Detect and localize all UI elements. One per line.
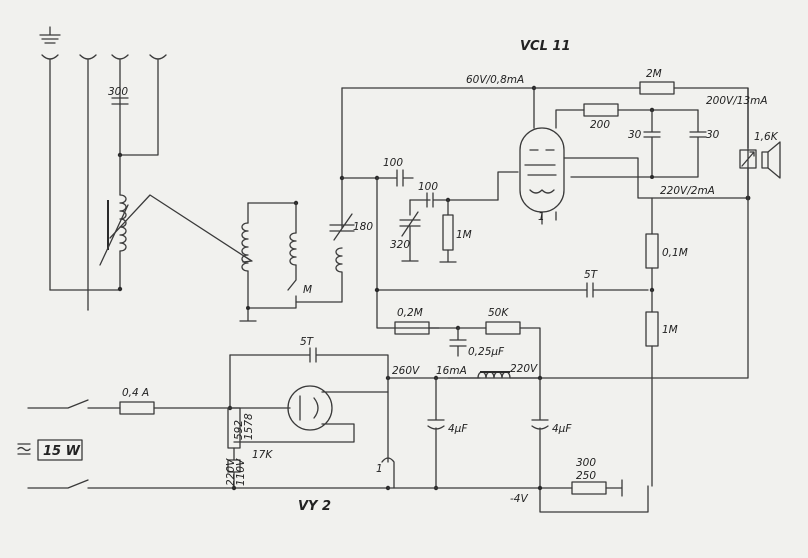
label-fuse: 0,4 A <box>122 387 149 399</box>
label-switch-m: M <box>303 284 312 296</box>
label-pin1b: 1 <box>376 463 383 475</box>
labels: VCL 11 VY 2 15 W 300 60V/0,8mA 2M 200V/1… <box>43 39 779 514</box>
label-c025: 0,25µF <box>468 346 505 358</box>
label-c100b: 100 <box>418 181 438 193</box>
label-c180: 180 <box>353 221 373 233</box>
label-r250: 250 <box>576 470 596 482</box>
label-neg4v: -4V <box>510 493 528 505</box>
label-r300: 300 <box>576 457 596 469</box>
label-260v: 260V <box>392 365 420 377</box>
label-pin1: 1 <box>538 211 545 223</box>
label-r1m-grid: 1M <box>456 229 472 241</box>
label-c320: 320 <box>390 239 410 251</box>
label-r02m: 0,2M <box>397 307 423 319</box>
label-c30b: 30 <box>706 129 720 141</box>
label-r1578: 1578 <box>243 413 255 440</box>
label-r50k: 50K <box>488 307 509 319</box>
ac-symbol-icon <box>17 443 31 455</box>
label-c30a: 30 <box>628 129 642 141</box>
speaker-icon <box>447 87 781 379</box>
label-200v: 200V/13mA <box>706 95 768 107</box>
tuned-circuits <box>239 87 649 329</box>
antenna-coil <box>49 194 253 292</box>
label-mains: 220V <box>225 458 237 486</box>
filter-network <box>385 321 649 513</box>
label-speaker: 1,6K <box>754 131 779 143</box>
power-supply <box>27 347 543 491</box>
label-r01m: 0,1M <box>662 247 688 259</box>
label-16ma: 16mA <box>436 365 467 377</box>
label-60v: 60V/0,8mA <box>466 74 524 86</box>
label-c100a: 100 <box>383 157 403 169</box>
label-2m: 2M <box>646 68 662 80</box>
top-rails <box>341 81 751 487</box>
label-r592: 592 <box>233 420 245 440</box>
label-cap4a: 4µF <box>448 423 468 435</box>
label-c5t-low: 5T <box>300 336 315 348</box>
label-cap-300: 300 <box>108 86 128 98</box>
vcl11-tube <box>497 87 585 225</box>
tube-label-bottom: VY 2 <box>298 499 331 514</box>
tube-label-top: VCL 11 <box>520 39 571 54</box>
antenna-terminals <box>39 26 167 311</box>
label-cap4b: 4µF <box>552 423 572 435</box>
label-220v-b: 220V <box>510 363 538 375</box>
label-c5t-mid: 5T <box>584 269 599 281</box>
label-r1m-b: 1M <box>662 324 678 336</box>
label-r200: 200 <box>590 119 610 131</box>
label-r17k: 17K <box>252 449 273 461</box>
label-mains110: 110V <box>235 458 247 486</box>
label-220v: 220V/2mA <box>660 185 715 197</box>
power-rating: 15 W <box>43 444 81 459</box>
